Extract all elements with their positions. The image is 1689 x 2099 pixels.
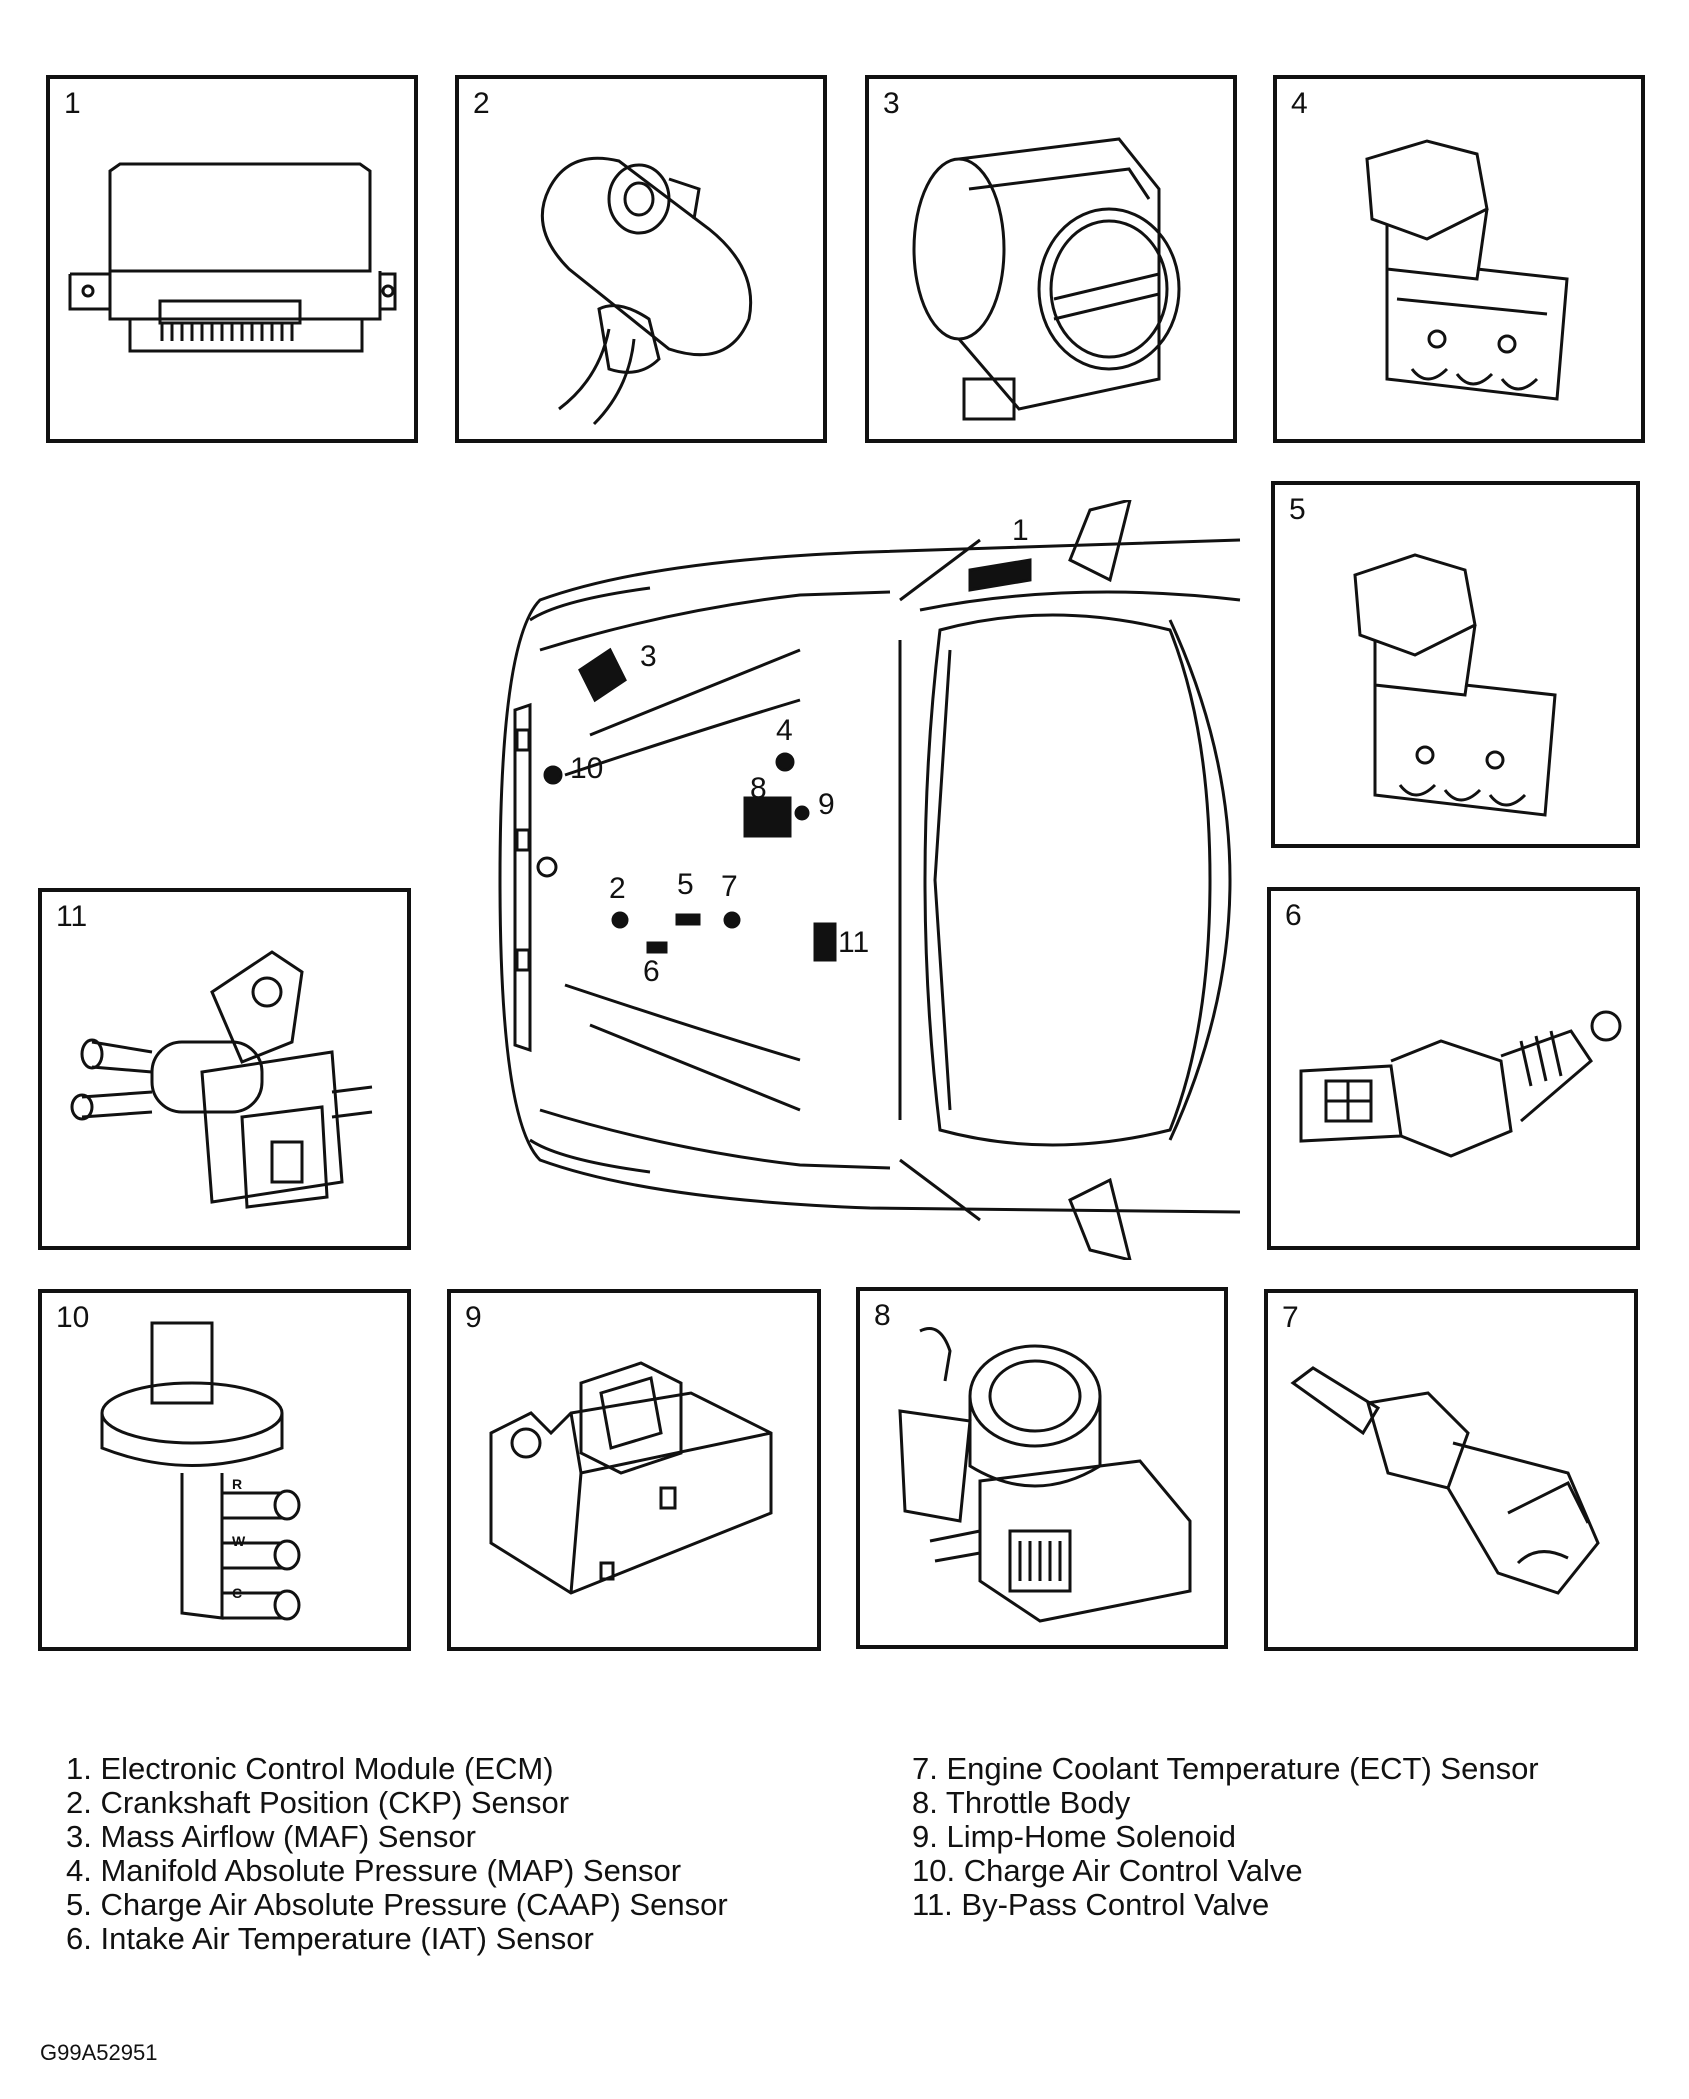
legend-item: 3. Mass Airflow (MAF) Sensor (66, 1819, 476, 1854)
legend-item: 11. By-Pass Control Valve (912, 1887, 1270, 1922)
callout-maf: 3 (640, 640, 657, 673)
legend-item: 6. Intake Air Temperature (IAT) Sensor (66, 1921, 594, 1956)
limp-home-solenoid-drawing (489, 1361, 773, 1595)
legend-item: 4. Manifold Absolute Pressure (MAP) Sens… (66, 1853, 682, 1888)
ckp-sensor-drawing (540, 156, 753, 426)
panel-ckp-sensor: 2 (455, 75, 827, 443)
iat-sensor-drawing (1299, 1010, 1622, 1158)
ecm-drawing (68, 162, 397, 353)
maf-sensor-drawing (912, 137, 1181, 421)
panel-number: 10 (56, 1301, 90, 1334)
panel-throttle-body: 8 (856, 1287, 1228, 1649)
panel-ect-sensor: 7 (1264, 1289, 1638, 1651)
port-label-w: W (232, 1533, 246, 1549)
panel-number: 2 (473, 87, 490, 120)
panel-number: 5 (1289, 493, 1306, 526)
caap-sensor-drawing (1353, 553, 1557, 817)
bypass-valve-drawing (70, 950, 373, 1209)
panel-limp-home-solenoid: 9 (447, 1289, 821, 1651)
legend-item: 10. Charge Air Control Valve (912, 1853, 1303, 1888)
panel-number: 6 (1285, 899, 1302, 932)
callout-map: 4 (776, 714, 793, 747)
map-sensor-drawing (1365, 139, 1569, 401)
panel-bypass-valve: 11 (38, 888, 411, 1250)
callout-iat: 6 (643, 955, 660, 988)
ect-sensor-drawing (1290, 1366, 1600, 1595)
panel-charge-air-valve: 10 R W C (38, 1289, 411, 1651)
panel-number: 9 (465, 1301, 482, 1334)
callout-bypass-valve: 11 (838, 926, 870, 959)
car-top-view (498, 500, 1241, 1260)
legend-left: 1. Electronic Control Module (ECM) 2. Cr… (66, 1752, 728, 1956)
legend-right: 7. Engine Coolant Temperature (ECT) Sens… (912, 1752, 1539, 1922)
legend-item: 7. Engine Coolant Temperature (ECT) Sens… (912, 1751, 1539, 1786)
legend-item: 8. Throttle Body (912, 1785, 1131, 1820)
callout-charge-air-valve: 10 (570, 752, 604, 785)
panel-number: 4 (1291, 87, 1308, 120)
legend-item: 5. Charge Air Absolute Pressure (CAAP) S… (66, 1887, 728, 1922)
figure-id: G99A52951 (40, 2040, 158, 2065)
callout-throttle-body: 8 (750, 772, 767, 805)
callout-ckp: 2 (609, 872, 626, 905)
port-label-r: R (232, 1476, 243, 1492)
charge-air-valve-drawing (100, 1321, 301, 1621)
callout-caap: 5 (677, 868, 694, 901)
panel-maf-sensor: 3 (865, 75, 1237, 443)
panel-caap-sensor: 5 (1271, 481, 1640, 848)
callout-ecm: 1 (1012, 514, 1029, 547)
panel-ecm: 1 (46, 75, 418, 443)
panel-number: 1 (64, 87, 81, 120)
panel-number: 7 (1282, 1301, 1299, 1334)
panel-number: 3 (883, 87, 900, 120)
panel-iat-sensor: 6 (1267, 887, 1640, 1250)
panel-number: 8 (874, 1299, 891, 1332)
callout-ect: 7 (721, 870, 738, 903)
legend-item: 9. Limp-Home Solenoid (912, 1819, 1236, 1854)
panel-number: 11 (56, 900, 88, 933)
panel-map-sensor: 4 (1273, 75, 1645, 443)
callout-limp-home: 9 (818, 788, 835, 821)
legend-item: 2. Crankshaft Position (CKP) Sensor (66, 1785, 570, 1820)
port-label-c: C (232, 1585, 243, 1601)
legend-item: 1. Electronic Control Module (ECM) (66, 1751, 554, 1786)
throttle-body-drawing (898, 1327, 1192, 1623)
